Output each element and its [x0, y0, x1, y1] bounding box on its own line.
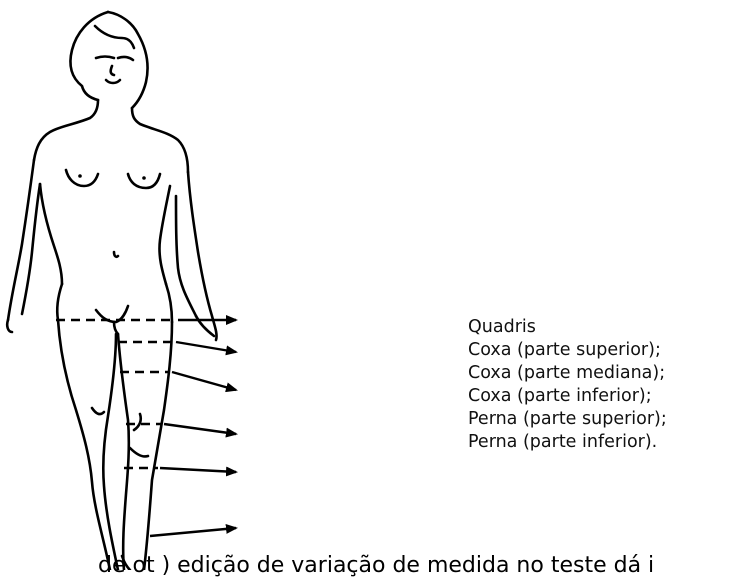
arrow-thigh-lower	[164, 424, 236, 434]
pointer-arrows	[150, 320, 236, 536]
torso-drawing	[34, 100, 188, 284]
arrow-leg-lower	[150, 528, 236, 536]
legend-item-leg-lower: Perna (parte inferior).	[468, 431, 667, 454]
leg-drawing	[57, 284, 172, 570]
arm-drawing	[7, 160, 216, 340]
legend-item-leg-upper: Perna (parte superior);	[468, 408, 667, 431]
head-drawing	[70, 12, 147, 108]
legend-item-thigh-upper: Coxa (parte superior);	[468, 339, 667, 362]
arrow-leg-upper	[160, 468, 236, 472]
legend-item-hips: Quadris	[468, 316, 667, 339]
legend-item-thigh-lower: Coxa (parte inferior);	[468, 385, 667, 408]
arrow-thigh-upper	[176, 342, 236, 352]
legend-item-thigh-middle: Coxa (parte mediana);	[468, 362, 667, 385]
measurement-legend: Quadris Coxa (parte superior); Coxa (par…	[468, 316, 667, 454]
figure-caption: de ot ) edição de variação de medida no …	[98, 553, 654, 579]
arrow-thigh-middle	[172, 372, 236, 390]
